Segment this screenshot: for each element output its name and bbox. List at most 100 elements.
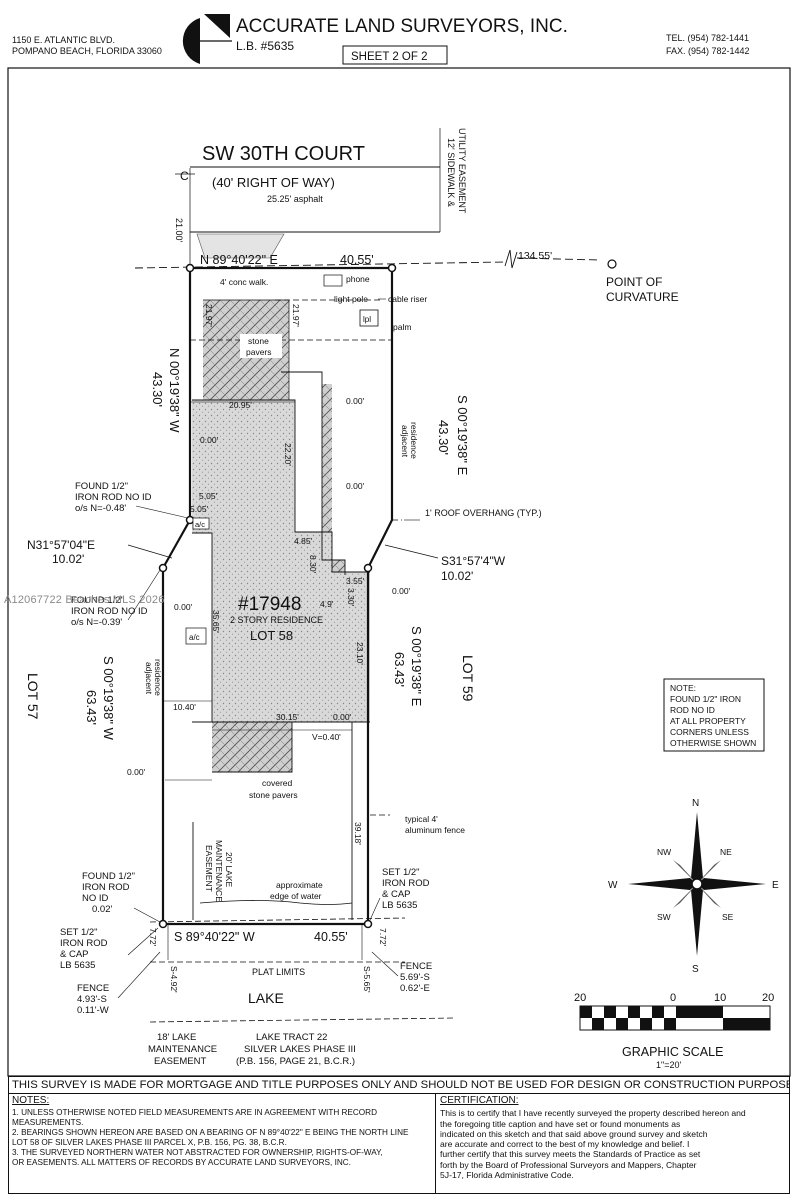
break-symbol <box>504 249 518 269</box>
found-top-3: o/s N=-0.48' <box>75 503 126 514</box>
covered-pavers <box>212 722 292 772</box>
dim-20-95: 20.95' <box>229 400 252 410</box>
sheet-box <box>342 45 448 65</box>
dim-30-15: 30.15' <box>276 712 299 722</box>
header: ACCURATE LAND SURVEYORS, INC. L.B. #5635… <box>12 14 750 65</box>
note-line-6: OTHERWISE SHOWN <box>670 738 756 748</box>
note-line-3: ROD NO ID <box>670 705 715 715</box>
fence-left-3: 0.11'-W <box>77 1005 109 1016</box>
fax: FAX. (954) 782-1442 <box>666 46 750 56</box>
lake-easement-label-1: 20' LAKE <box>224 852 234 888</box>
dim-0-00-g: 0.00' <box>127 767 146 777</box>
fence-left-1: FENCE <box>77 983 109 994</box>
dimensions: 21.97' 21.97' 20.95' 0.00' 0.00' 0.00' 2… <box>127 304 411 993</box>
note-line-5: CORNERS UNLESS <box>670 727 749 737</box>
light-pole-box <box>359 309 379 327</box>
cert-line-7: 5J-17, Florida Administrative Code. <box>440 1170 574 1181</box>
set-right-2: IRON ROD <box>382 878 430 889</box>
adjacent-residence-left-2: residence <box>153 659 163 696</box>
dim-21-97-right: 21.97' <box>291 304 301 327</box>
dim-35-65: 35.65' <box>211 610 221 633</box>
note-line-4: AT ALL PROPERTY <box>670 716 746 726</box>
lake-label: LAKE <box>248 990 284 1006</box>
street-name: SW 30TH COURT <box>202 143 365 165</box>
compass-n: N <box>692 798 699 809</box>
found-bottom-3: NO ID <box>82 893 109 904</box>
note-1a: 1. UNLESS OTHERWISE NOTED FIELD MEASUREM… <box>12 1108 378 1117</box>
north-arrow-icon: N S E W NW NE SW SE <box>608 798 779 975</box>
ac-label-top: a/c <box>195 520 205 529</box>
certification-panel: CERTIFICATION: This is to certify that I… <box>436 1094 790 1194</box>
west-lower-distance: 63.43' <box>84 690 99 725</box>
covered-pavers-label-2: stone pavers <box>249 790 298 800</box>
dim-3-55: 3.55' <box>346 576 365 586</box>
note-3a: 3. THE SURVEYED NORTHERN WATER NOT ABSTR… <box>12 1148 383 1157</box>
note-box: NOTE: FOUND 1/2" IRON ROD NO ID AT ALL P… <box>663 678 765 752</box>
palm-label: palm <box>393 322 411 332</box>
fence-right-1: FENCE <box>400 961 432 972</box>
address-line-2: POMPANO BEACH, FLORIDA 33060 <box>12 46 162 56</box>
sheet-number: SHEET 2 OF 2 <box>351 51 427 63</box>
dim-7-72-left: 7.72' <box>148 928 158 947</box>
east-lower-bearing: S 00°19'38" E <box>409 626 424 707</box>
east-lower-distance: 63.43' <box>392 652 407 687</box>
set-left-2: IRON ROD <box>60 938 108 949</box>
dim-5-05-b: 5.05' <box>190 504 209 514</box>
cert-line-6: forth by the Board of Professional Surve… <box>440 1159 697 1170</box>
note-3b: OR EASEMENTS. ALL MATTERS OF RECORDS BY … <box>12 1158 351 1167</box>
street: SW 30TH COURT (40' RIGHT OF WAY) 25.25' … <box>174 128 467 268</box>
note-2a: 2. BEARINGS SHOWN HEREON ARE BASED ON A … <box>12 1128 409 1137</box>
dim-0-00-c: 0.00' <box>346 481 365 491</box>
adjacent-residence-right-2: residence <box>409 422 419 459</box>
dim-4-9: 4.9' <box>320 599 334 609</box>
compass-se: SE <box>722 912 734 922</box>
cable-riser-label: cable riser <box>388 294 427 304</box>
set-left-1: SET 1/2" <box>60 927 98 938</box>
south-distance: 40.55' <box>314 930 348 944</box>
east-upper-distance: 43.30' <box>436 420 451 455</box>
fence-label-1: typical 4' <box>405 814 438 824</box>
found-mid-3: o/s N=-0.39' <box>71 617 122 628</box>
dim-0-00-f: 0.00' <box>333 712 352 722</box>
site-features <box>192 299 370 772</box>
east-chamfer-bearing: S31°57'4"W <box>441 554 506 568</box>
scale-tick-20-left: 20 <box>574 992 586 1004</box>
cert-line-2: the foregoing title caption and have set… <box>440 1118 681 1129</box>
point-of-curvature-marker <box>607 259 617 269</box>
note-2b: LOT 58 OF SILVER LAKES PHASE III PARCEL … <box>12 1138 287 1147</box>
roof-overhang: 1' ROOF OVERHANG (TYP.) <box>425 508 542 518</box>
compass-nw: NW <box>657 847 671 857</box>
note-line-2: FOUND 1/2" IRON <box>670 694 741 704</box>
dim-0-00-e: 0.00' <box>174 602 193 612</box>
north-distance: 40.55' <box>340 253 374 267</box>
point-of-curvature-label-2: CURVATURE <box>606 290 679 304</box>
building-outline <box>192 371 370 920</box>
dim-0-00-a: 0.00' <box>200 435 219 445</box>
lake-maintenance-1: 18' LAKE <box>157 1032 196 1043</box>
scale-label: GRAPHIC SCALE <box>622 1045 723 1059</box>
scale-tick-10: 10 <box>714 992 726 1004</box>
lake-tract-2: SILVER LAKES PHASE III <box>244 1044 356 1055</box>
sidewalk-easement-1: 12' SIDEWALK & <box>446 138 456 207</box>
set-left-4: LB 5635 <box>60 960 95 971</box>
scale-tick-20-right: 20 <box>762 992 774 1004</box>
set-right-4: LB 5635 <box>382 900 417 911</box>
west-chamfer-distance: 10.02' <box>52 552 84 566</box>
water-edge-label-2: edge of water <box>270 891 322 901</box>
compass-w: W <box>608 880 618 891</box>
note-1b: MEASUREMENTS. <box>12 1118 84 1127</box>
found-mid-1: FOUND 1/2" <box>71 595 124 606</box>
south-bearing: S 89°40'22" W <box>174 930 255 944</box>
dim-4-85: 4.85' <box>294 536 313 546</box>
found-top-2: IRON ROD NO ID <box>75 492 152 503</box>
residence-type: 2 STORY RESIDENCE <box>230 615 323 625</box>
company-name: ACCURATE LAND SURVEYORS, INC. <box>236 16 568 37</box>
covered-pavers-label-1: covered <box>262 778 293 788</box>
corner-monuments <box>158 263 397 929</box>
compass-sw: SW <box>657 912 671 922</box>
stone-pavers-label-2: pavers <box>246 347 272 357</box>
conc-walk: 4' conc walk. <box>220 277 268 287</box>
lot-57-label: LOT 57 <box>25 673 41 720</box>
dim-39-18: 39.18' <box>353 822 363 845</box>
notes-panel: NOTES: 1. UNLESS OTHERWISE NOTED FIELD M… <box>8 1094 436 1194</box>
